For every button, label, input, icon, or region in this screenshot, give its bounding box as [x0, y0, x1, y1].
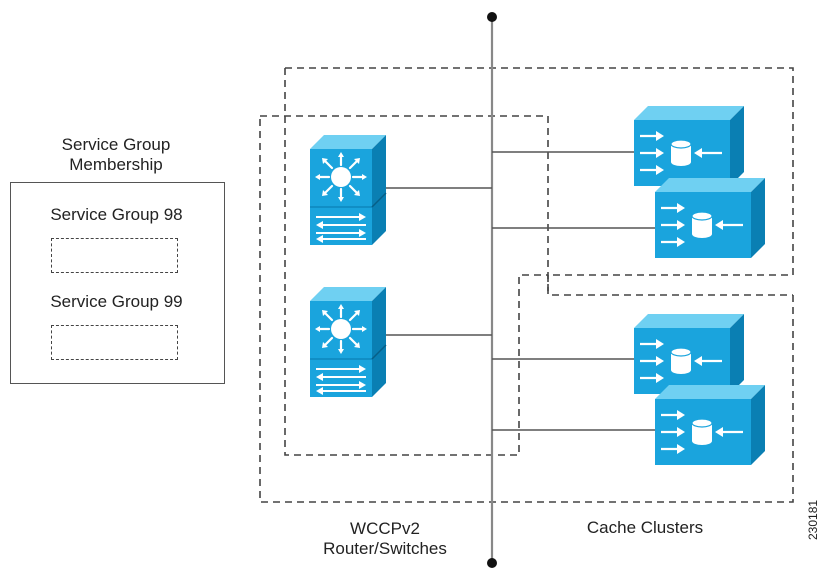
cache-icon — [632, 104, 746, 188]
legend-title: Service Group Membership — [36, 135, 196, 175]
inner-router-boundary — [284, 116, 548, 456]
upper-cluster-boundary — [285, 67, 794, 296]
cache-icon — [632, 312, 746, 396]
legend-group-b-label: Service Group 99 — [50, 292, 183, 311]
router-icon — [308, 133, 388, 247]
outer-group-boundary — [259, 68, 794, 503]
legend-group-a-label: Service Group 98 — [50, 205, 183, 224]
routers-label-line1: WCCPv2 — [350, 519, 420, 538]
routers-label-line2: Router/Switches — [323, 539, 447, 558]
cache-icon — [653, 176, 767, 260]
backbone-bottom-node — [487, 558, 497, 568]
router-icon — [308, 285, 388, 399]
legend-group-b-swatch — [51, 325, 178, 360]
legend-title-line2: Membership — [69, 155, 163, 174]
legend-panel — [10, 182, 225, 384]
routers-label: WCCPv2 Router/Switches — [290, 519, 480, 559]
backbone-top-node — [487, 12, 497, 22]
legend-title-line1: Service Group — [61, 135, 171, 154]
caches-label: Cache Clusters — [586, 518, 704, 537]
figure-id: 230181 — [806, 500, 820, 540]
legend-group-a-swatch — [51, 238, 178, 273]
cache-icon — [653, 383, 767, 467]
